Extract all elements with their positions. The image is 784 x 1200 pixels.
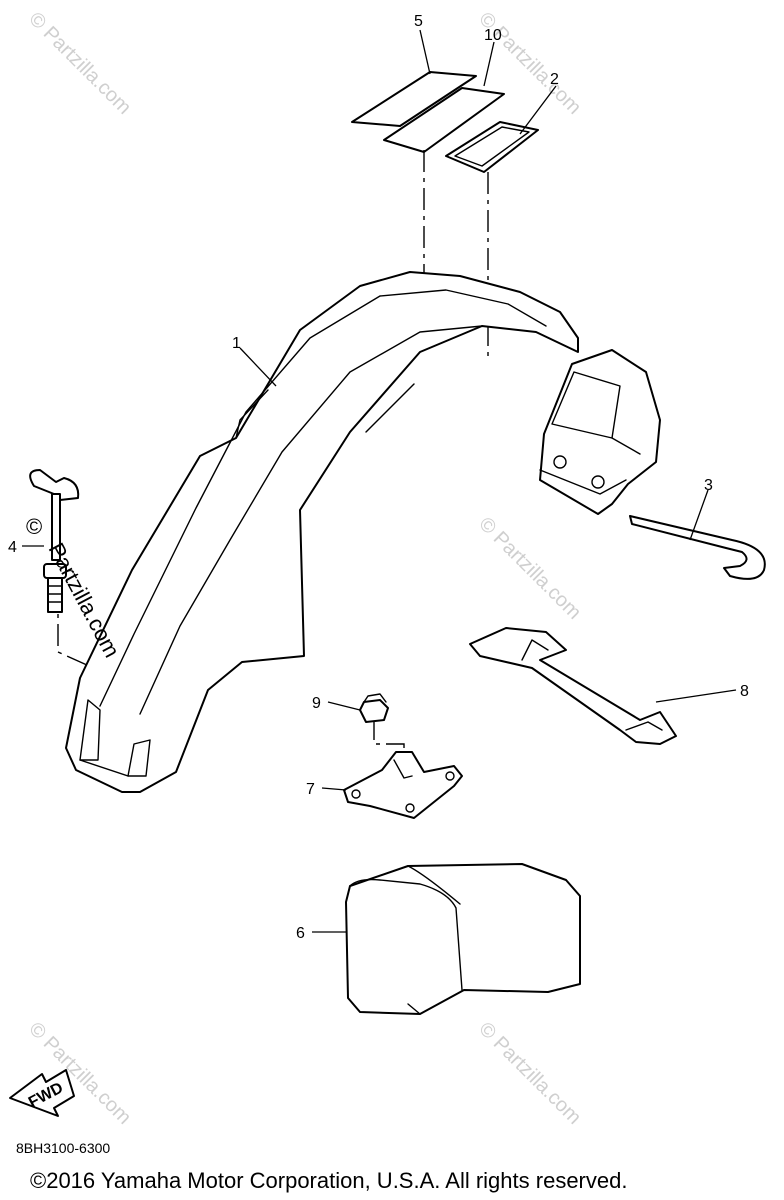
rear-fender-part-1[interactable] [65, 271, 661, 793]
callout-3: 3 [704, 477, 713, 494]
leader-lines [22, 29, 737, 933]
callout-10: 10 [484, 27, 502, 44]
rod-part-3[interactable] [629, 515, 766, 580]
diagram-code: 8BH3100-6300 [16, 1140, 111, 1156]
strap-part-8[interactable] [469, 627, 677, 745]
callout-7: 7 [306, 781, 315, 798]
callout-4: 4 [8, 539, 17, 556]
callout-6: 6 [296, 925, 305, 942]
callout-5: 5 [414, 13, 423, 30]
decal-part-5[interactable] [351, 71, 477, 127]
guide-line [57, 586, 99, 748]
watermark: © Partzilla.com [474, 513, 585, 624]
label-part-2[interactable] [445, 121, 539, 173]
decal-part-10[interactable] [383, 87, 505, 153]
callout-1: 1 [232, 335, 241, 352]
callout-numbers: 5 10 2 1 3 4 8 9 7 6 [8, 13, 749, 942]
watermark-overlay-symbol: © [26, 514, 42, 539]
copyright-notice: ©2016 Yamaha Motor Corporation, U.S.A. A… [30, 1168, 628, 1193]
grommet-part-9[interactable] [359, 693, 389, 723]
watermark: © Partzilla.com [24, 8, 135, 119]
wing-bolt-part-4[interactable] [29, 469, 80, 613]
callout-2: 2 [550, 71, 559, 88]
callout-8: 8 [740, 683, 749, 700]
callout-9: 9 [312, 695, 321, 712]
bracket-part-7[interactable] [343, 751, 463, 819]
watermark: © Partzilla.com [474, 1018, 585, 1129]
watermark: © Partzilla.com [24, 1018, 135, 1129]
fwd-arrow-icon: FWD [9, 1069, 75, 1117]
box-part-6[interactable] [345, 863, 581, 1015]
